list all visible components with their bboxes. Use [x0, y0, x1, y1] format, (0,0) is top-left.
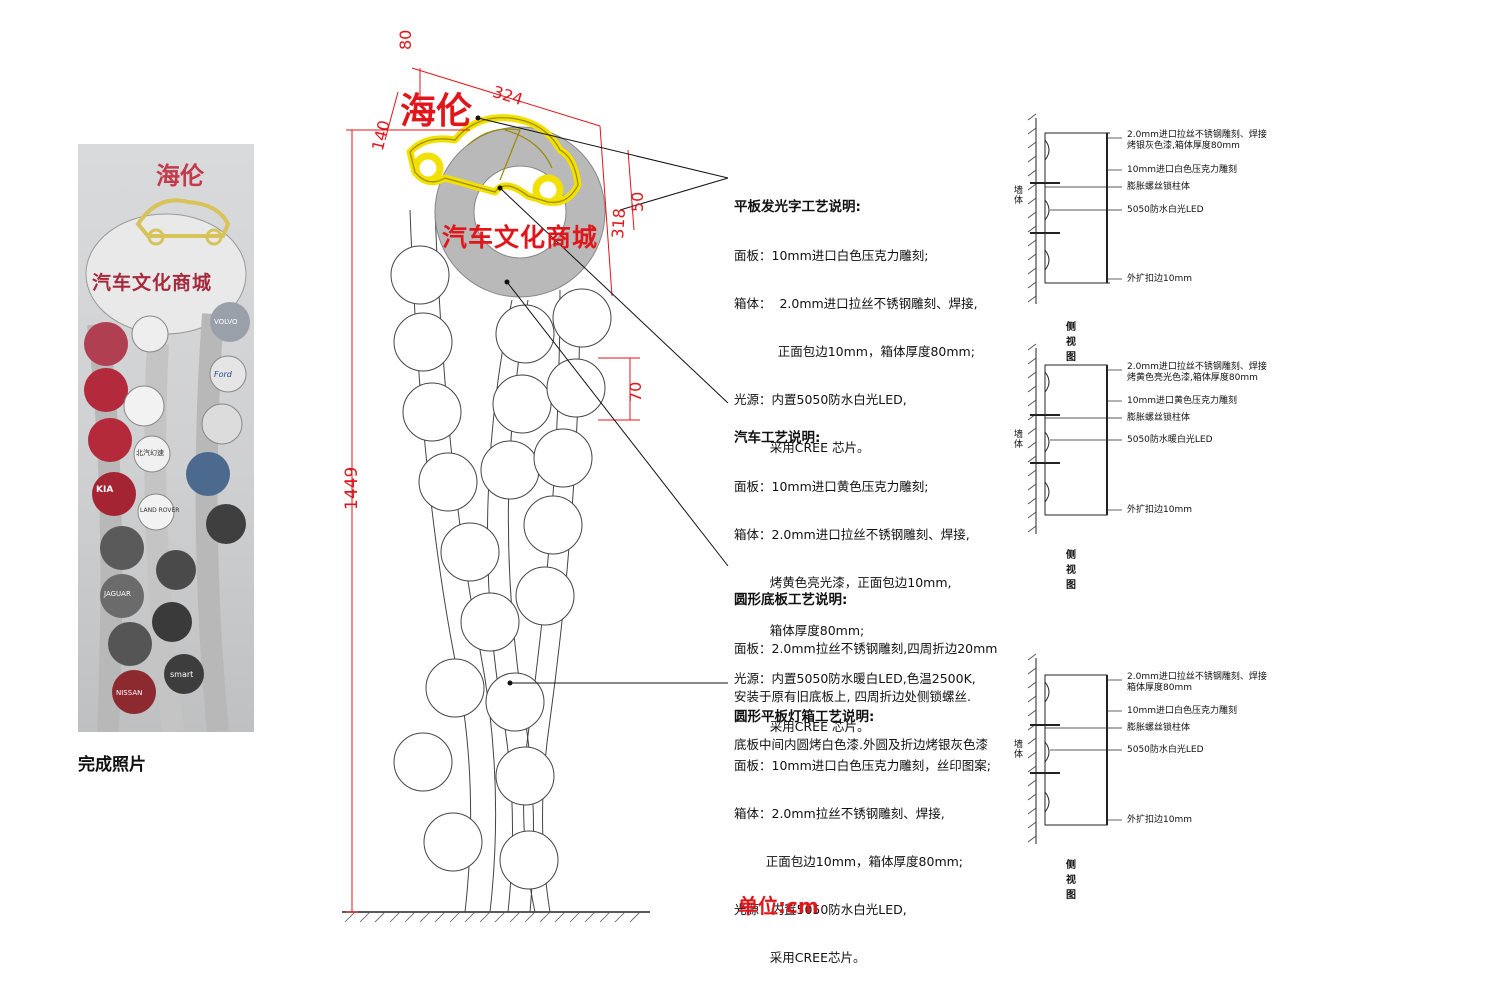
- photo-badge-beiqi: 北汽幻速: [136, 449, 164, 457]
- side-view-caption: 侧视图: [1066, 860, 1076, 901]
- lightbox-circles: [390, 245, 612, 890]
- elevation-sign-text: 汽车文化商城: [442, 223, 599, 252]
- photo-badges: [84, 302, 250, 714]
- note-line: 正面包边10mm，箱体厚度80mm;: [734, 344, 975, 359]
- side-view-label: 5050防水白光LED: [1127, 205, 1204, 215]
- note-line: 面板：2.0mm拉丝不锈钢雕刻,四周折边20mm: [734, 641, 998, 656]
- photo-badge-ford: Ford: [214, 370, 232, 379]
- side-view-label: 箱体厚度80mm: [1127, 683, 1192, 693]
- side-view-label: 烤银灰色漆,箱体厚度80mm: [1127, 141, 1240, 151]
- side-view-3-shape: [1027, 653, 1122, 844]
- note-flat-letters-title: 平板发光字工艺说明:: [734, 199, 861, 215]
- car-logo-inner: [409, 117, 579, 203]
- note-line: 采用CREE芯片。: [734, 950, 866, 965]
- note-line: 安装于原有旧底板上, 四周折边处侧锁螺丝.: [734, 689, 971, 704]
- photo-caption: 完成照片: [78, 755, 146, 775]
- side-view-caption: 侧视图: [1066, 550, 1076, 591]
- side-view-label: 外扩扣边10mm: [1127, 505, 1192, 515]
- photo-badge-volvo: VOLVO: [214, 318, 238, 326]
- note-line: 箱体：2.0mm进口拉丝不锈钢雕刻、焊接,: [734, 527, 970, 542]
- note-line: 面板：10mm进口白色压克力雕刻，丝印图案;: [734, 758, 991, 773]
- dim-318: 318: [608, 207, 630, 240]
- photo-logo-text: 海伦: [156, 161, 204, 190]
- dimension-lines: [346, 67, 640, 913]
- dim-1449: 1449: [342, 466, 362, 510]
- side-view-label: 10mm进口白色压克力雕刻: [1127, 706, 1237, 716]
- side-view-label: 烤黄色亮光色漆,箱体厚度80mm: [1127, 373, 1258, 383]
- side-view-label: 5050防水白光LED: [1127, 745, 1204, 755]
- completed-photo: 海伦 汽车文化商城 KIA JAGUAR NISSAN smart VOLVO …: [78, 144, 254, 732]
- ground-line: [342, 911, 650, 923]
- side-view-label: 外扩扣边10mm: [1127, 274, 1192, 284]
- side-view-label: 膨胀螺丝锁柱体: [1127, 413, 1191, 423]
- side-view-label: 膨胀螺丝锁柱体: [1127, 723, 1191, 733]
- note-line: 光源：内置5050防水暖白LED,色温2500K,: [734, 671, 976, 686]
- note-line: 箱体厚度80mm;: [734, 623, 865, 638]
- wall-label: 墙体: [1014, 740, 1024, 760]
- note-round-lightbox: 圆形平板灯箱工艺说明: 面板：10mm进口白色压克力雕刻，丝印图案; 箱体：2.…: [734, 677, 991, 982]
- note-flat-letters: 平板发光字工艺说明: 面板：10mm进口白色压克力雕刻; 箱体： 2.0mm进口…: [734, 167, 978, 472]
- note-round-lightbox-title: 圆形平板灯箱工艺说明:: [734, 709, 875, 725]
- side-view-label: 外扩扣边10mm: [1127, 815, 1192, 825]
- photo-badge-kia: KIA: [96, 485, 114, 495]
- note-round-plate: 圆形底板工艺说明: 面板：2.0mm拉丝不锈钢雕刻,四周折边20mm 安装于原有…: [734, 560, 997, 769]
- photo-badge-nissan: NISSAN: [116, 689, 143, 697]
- dim-80: 80: [396, 29, 415, 50]
- side-view-label: 5050防水暖白光LED: [1127, 435, 1213, 445]
- note-line: 光源：内置5050防水白光LED,: [734, 392, 907, 407]
- note-line: 烤黄色亮光漆，正面包边10mm,: [734, 575, 952, 590]
- side-view-1-shape: [1027, 113, 1122, 304]
- note-line: 面板：10mm进口黄色压克力雕刻;: [734, 479, 929, 494]
- side-view-label: 2.0mm进口拉丝不锈钢雕刻、焊接: [1127, 362, 1267, 372]
- side-view-label: 10mm进口黄色压克力雕刻: [1127, 396, 1237, 406]
- photo-badge-smart: smart: [170, 670, 194, 679]
- side-view-label: 10mm进口白色压克力雕刻: [1127, 165, 1237, 175]
- wall-label: 墙体: [1014, 186, 1024, 206]
- side-view-label: 2.0mm进口拉丝不锈钢雕刻、焊接: [1127, 130, 1267, 140]
- dim-50: 50: [628, 191, 647, 212]
- leader-lines: [477, 117, 729, 684]
- wall-label: 墙体: [1014, 430, 1024, 450]
- note-line: 面板：10mm进口白色压克力雕刻;: [734, 248, 929, 263]
- note-line: 底板中间内圆烤白色漆.外圆及折边烤银灰色漆: [734, 737, 988, 752]
- photo-illustration: [84, 198, 250, 732]
- leader-dots: [475, 115, 513, 686]
- note-line: 箱体：2.0mm拉丝不锈钢雕刻、焊接,: [734, 806, 945, 821]
- note-car-title: 汽车工艺说明:: [734, 430, 821, 446]
- note-line: 箱体： 2.0mm进口拉丝不锈钢雕刻、焊接,: [734, 296, 978, 311]
- side-view-caption: 侧视图: [1066, 322, 1076, 363]
- photo-sign-text: 汽车文化商城: [92, 272, 213, 294]
- note-car: 汽车工艺说明: 面板：10mm进口黄色压克力雕刻; 箱体：2.0mm进口拉丝不锈…: [734, 398, 976, 751]
- dim-70: 70: [626, 381, 645, 402]
- round-base-plate: [434, 126, 606, 298]
- note-line: 正面包边10mm，箱体厚度80mm;: [734, 854, 964, 869]
- side-view-label: 2.0mm进口拉丝不锈钢雕刻、焊接: [1127, 672, 1267, 682]
- note-line: 光源：内置5050防水白光LED,: [734, 902, 907, 917]
- side-view-label: 膨胀螺丝锁柱体: [1127, 182, 1191, 192]
- note-line: 采用CREE 芯片。: [734, 719, 870, 734]
- note-line: 采用CREE 芯片。: [734, 440, 870, 455]
- elevation-logo-text: 海伦: [400, 90, 473, 132]
- unit-label: 单位:cm: [738, 894, 819, 918]
- photo-badge-landrover: LAND ROVER: [140, 507, 180, 514]
- side-view-2-shape: [1027, 343, 1122, 534]
- note-round-plate-title: 圆形底板工艺说明:: [734, 592, 848, 608]
- photo-badge-jaguar: JAGUAR: [104, 590, 131, 598]
